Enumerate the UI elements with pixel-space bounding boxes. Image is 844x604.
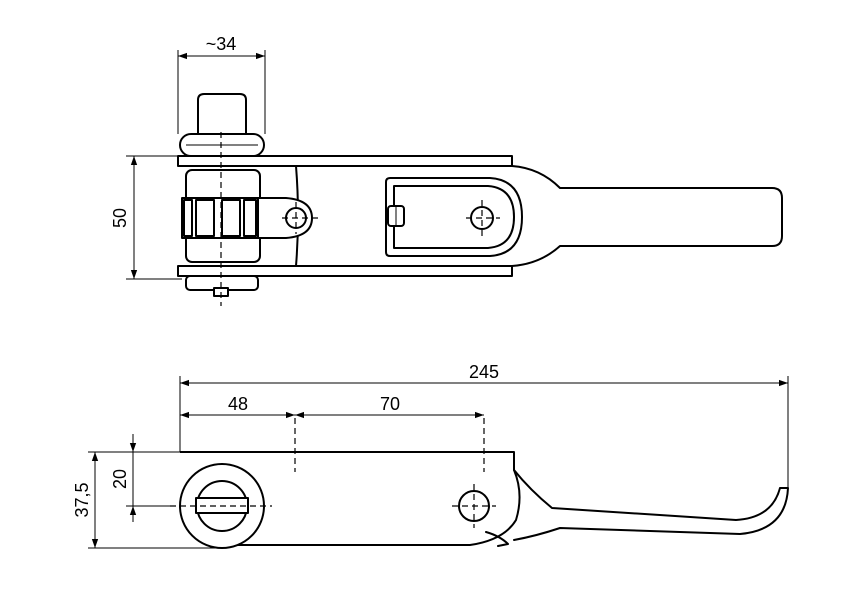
dim-label-hole-spacing: 70 [380, 394, 400, 414]
lever-window [385, 177, 523, 257]
lever-side [513, 469, 789, 541]
dim-label-top-height: 50 [110, 208, 130, 228]
dim-top-width: ~34 [177, 34, 266, 134]
dim-height-to-axis: 20 [110, 434, 180, 522]
dim-label-height-to-axis: 20 [110, 469, 130, 489]
dim-label-overall-length: 245 [469, 362, 499, 382]
dim-label-hole-offset: 48 [228, 394, 248, 414]
dim-top-height: 50 [110, 155, 182, 280]
dim-label-total-height: 37,5 [72, 482, 92, 517]
dim-total-height: 37,5 [72, 451, 216, 549]
top-knob [197, 93, 247, 135]
dim-hole-spacing: 70 [295, 394, 484, 419]
side-view [170, 418, 789, 549]
top-plate [177, 155, 513, 167]
dim-hole-offset: 48 [180, 394, 295, 419]
dim-overall-length: 245 [179, 362, 789, 488]
bottom-plate [177, 265, 513, 277]
dim-label-top-width: ~34 [206, 34, 237, 54]
lever-body [295, 165, 783, 267]
top-view [177, 93, 783, 306]
base-plate [180, 451, 521, 546]
